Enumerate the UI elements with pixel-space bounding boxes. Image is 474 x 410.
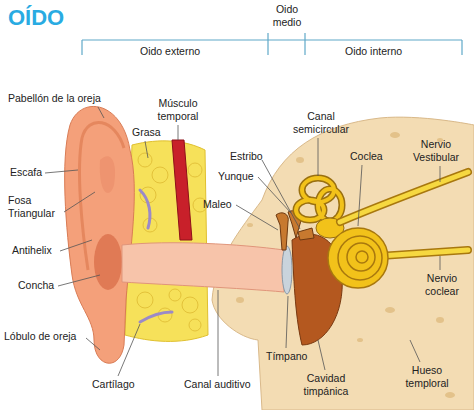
part-label: Nervio coclear bbox=[416, 272, 468, 298]
section-bracket bbox=[267, 33, 268, 55]
temporal-bone bbox=[436, 317, 444, 323]
semicircular-canals bbox=[296, 178, 342, 221]
section-bracket bbox=[461, 40, 462, 55]
pinna bbox=[100, 156, 115, 193]
temporal-bone bbox=[445, 392, 455, 398]
pinna bbox=[94, 234, 122, 290]
leader-lines bbox=[318, 340, 325, 370]
temporal-bone bbox=[385, 307, 395, 313]
leader-lines bbox=[64, 192, 95, 212]
temporal-bone bbox=[236, 297, 244, 303]
nerves bbox=[380, 250, 468, 256]
part-label: Cavidad timpánica bbox=[294, 372, 358, 398]
cartilage bbox=[140, 312, 172, 322]
temporal-muscle bbox=[172, 140, 192, 240]
part-label: Coclea bbox=[350, 150, 383, 163]
part-label: Grasa bbox=[132, 126, 161, 139]
section-label: Oido medio bbox=[269, 3, 305, 29]
leader-lines bbox=[410, 340, 420, 362]
nerves bbox=[380, 250, 468, 256]
part-label: Fosa Triangular bbox=[8, 194, 64, 220]
part-label: Cartílago bbox=[92, 378, 135, 391]
part-label: Estribo bbox=[230, 150, 263, 163]
temporal-bone bbox=[390, 132, 400, 138]
fat-tissue bbox=[182, 297, 198, 313]
fat-tissue bbox=[125, 141, 208, 342]
leader-lines bbox=[440, 256, 441, 270]
leader-lines bbox=[236, 205, 278, 230]
part-label: Antihelix bbox=[12, 244, 52, 257]
nerves bbox=[340, 172, 468, 222]
part-label: Canal auditivo bbox=[184, 378, 251, 391]
fat-tissue bbox=[137, 292, 153, 308]
section-bracket bbox=[82, 33, 462, 55]
eardrum bbox=[282, 246, 292, 294]
nerves bbox=[340, 172, 468, 222]
fat-tissue bbox=[138, 153, 152, 167]
ear-canal bbox=[122, 243, 284, 292]
part-label: Tímpano bbox=[266, 350, 307, 363]
leader-lines bbox=[98, 107, 104, 118]
part-label: Lóbulo de oreja bbox=[4, 330, 76, 343]
part-label: Maleo bbox=[203, 198, 232, 211]
cartilage bbox=[140, 190, 150, 228]
leader-lines bbox=[86, 338, 100, 350]
part-label: Pabellón de la oreja bbox=[8, 92, 101, 105]
leader-lines bbox=[218, 290, 219, 376]
section-label: Oido interno bbox=[345, 45, 402, 58]
cochlea bbox=[347, 243, 375, 271]
temporal-bone bbox=[247, 223, 253, 227]
section-bracket bbox=[82, 39, 462, 40]
leader-lines bbox=[258, 177, 291, 213]
section-bracket bbox=[81, 40, 82, 55]
pinna bbox=[65, 106, 135, 363]
pinna bbox=[65, 106, 135, 363]
cochlea bbox=[338, 236, 382, 280]
leader-lines bbox=[45, 170, 78, 173]
cochlea bbox=[328, 228, 388, 288]
cochlea bbox=[328, 228, 388, 288]
leader-lines bbox=[262, 160, 300, 229]
part-label: Músculo temporal bbox=[150, 97, 206, 123]
leader-lines bbox=[45, 107, 440, 376]
fat-tissue bbox=[137, 153, 207, 331]
temporal-bone bbox=[296, 157, 304, 163]
leader-lines bbox=[145, 141, 148, 158]
leader-lines bbox=[440, 166, 441, 182]
section-label: Oido externo bbox=[140, 45, 200, 58]
diagram-title: OÍDO bbox=[8, 5, 64, 31]
part-label: Escafa bbox=[10, 166, 42, 179]
cochlea bbox=[356, 251, 368, 263]
leader-lines bbox=[118, 324, 140, 376]
part-label: Hueso temploral bbox=[398, 364, 456, 390]
part-label: Nervio Vestibular bbox=[404, 138, 468, 164]
fat-tissue bbox=[189, 319, 201, 331]
fat-tissue bbox=[125, 141, 208, 342]
fat-tissue bbox=[169, 289, 181, 301]
part-label: Canal semicircular bbox=[285, 110, 357, 136]
ossicles bbox=[276, 213, 288, 250]
temporal-bone bbox=[357, 338, 363, 342]
leader-lines bbox=[178, 125, 179, 140]
leader-lines bbox=[358, 165, 362, 226]
semicircular-canals bbox=[296, 200, 324, 220]
fat-tissue bbox=[188, 163, 202, 177]
ossicles bbox=[298, 228, 314, 240]
leader-lines bbox=[318, 138, 319, 176]
leader-lines bbox=[58, 275, 100, 286]
fat-tissue bbox=[152, 167, 168, 183]
part-label: Yunque bbox=[218, 170, 254, 183]
part-label: Concha bbox=[18, 279, 54, 292]
leader-lines bbox=[286, 296, 288, 348]
leader-lines bbox=[60, 240, 92, 251]
section-bracket bbox=[304, 33, 305, 55]
